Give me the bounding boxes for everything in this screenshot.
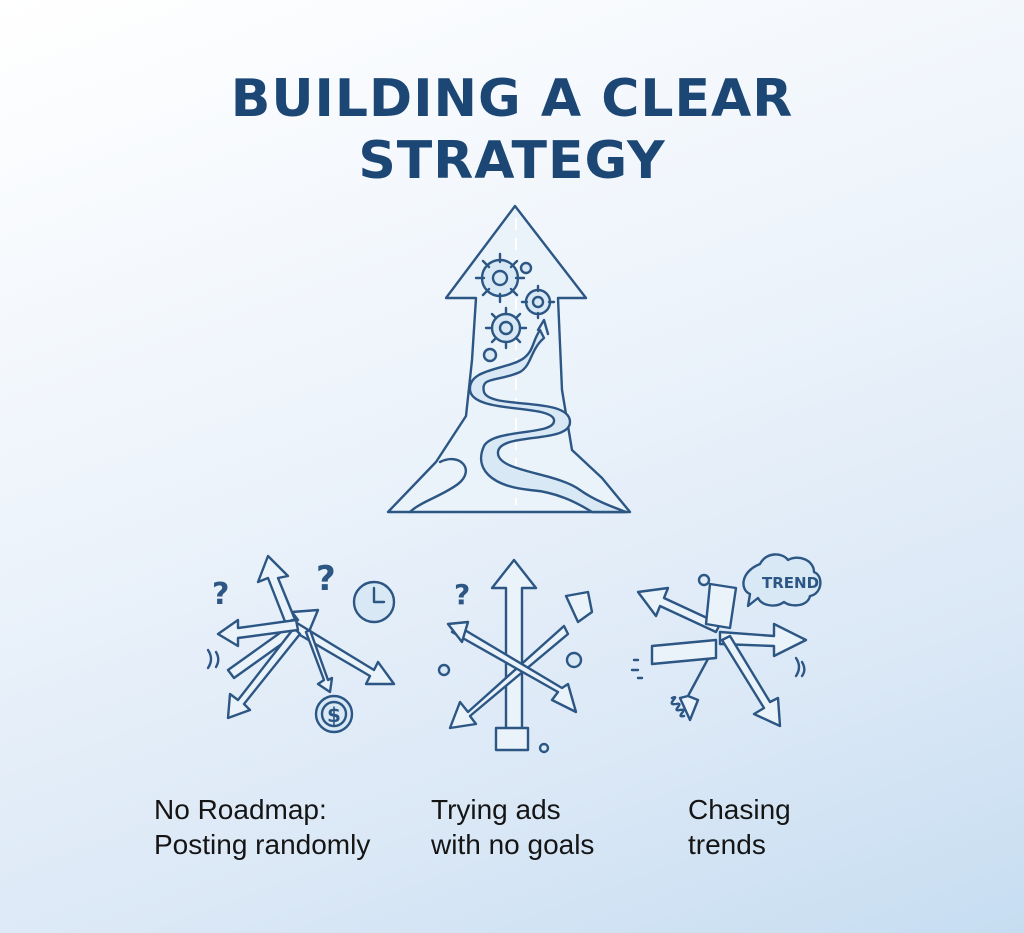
caption-line-1: Trying ads [431, 794, 561, 825]
caption-no-roadmap: No Roadmap: Posting randomly [154, 792, 370, 862]
caption-chasing-trends: Chasing trends [688, 792, 791, 862]
caption-line-1: Chasing [688, 794, 791, 825]
hero-illustration [386, 204, 632, 514]
caption-line-2: with no goals [431, 829, 595, 860]
winding-road-icon [408, 318, 628, 514]
svg-text:?: ? [316, 559, 336, 599]
panel-1-illustration: ? ? $ [206, 554, 396, 734]
speech-bubble-icon: TREND [742, 553, 822, 608]
title-line-2: STRATEGY [358, 131, 666, 191]
chaotic-arrows-icon [630, 573, 808, 728]
question-mark-icon: ? ? [212, 559, 336, 612]
broken-arrows-icon [437, 558, 594, 754]
page-title: BUILDING A CLEAR STRATEGY [0, 68, 1024, 192]
scattered-arrows-icon [206, 554, 396, 720]
dollar-coin-icon: $ [314, 694, 354, 734]
svg-text:?: ? [454, 578, 470, 611]
bubble-text: TREND [762, 574, 819, 592]
gear-icon [474, 252, 556, 363]
panel-3-illustration: TREND [630, 553, 822, 728]
svg-text:?: ? [212, 577, 229, 612]
svg-text:$: $ [327, 703, 341, 727]
caption-line-2: trends [688, 829, 766, 860]
panel-2-illustration: ? [437, 558, 594, 754]
caption-trying-ads: Trying ads with no goals [431, 792, 594, 862]
clock-icon [352, 580, 396, 624]
title-line-1: BUILDING A CLEAR [230, 69, 794, 129]
caption-line-2: Posting randomly [154, 829, 371, 860]
caption-line-1: No Roadmap: [154, 794, 327, 825]
question-mark-icon: ? [454, 578, 470, 611]
